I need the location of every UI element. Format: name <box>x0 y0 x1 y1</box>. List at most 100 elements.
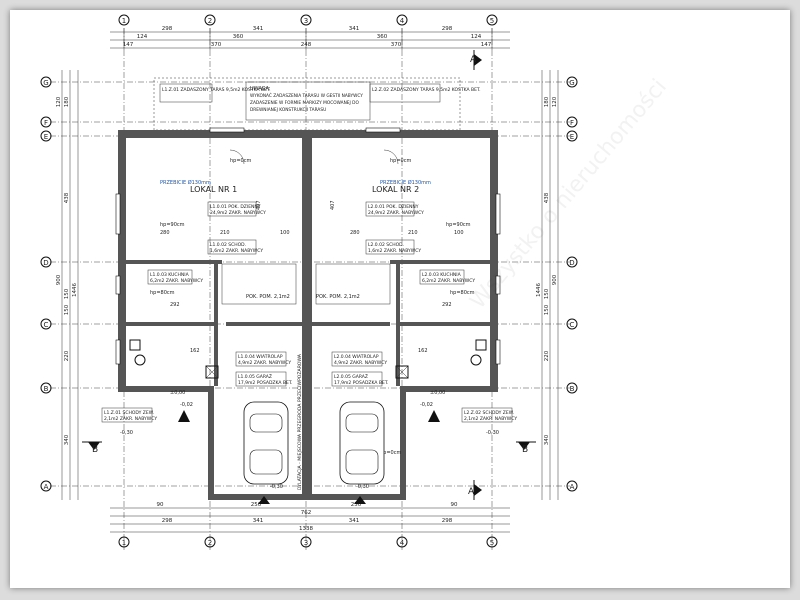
axis-label: 1 <box>122 17 126 25</box>
svg-text:hp=0cm: hp=0cm <box>230 158 251 164</box>
svg-text:124: 124 <box>137 34 148 40</box>
building-walls <box>118 130 498 500</box>
axis-label: 2 <box>208 539 212 547</box>
room-label: L2.0.04 WIATROLAP <box>334 354 379 360</box>
svg-text:120: 120 <box>56 96 62 107</box>
axis-bubbles-bottom: 1 2 3 4 5 <box>118 536 498 548</box>
svg-text:407: 407 <box>256 200 262 210</box>
svg-text:E: E <box>570 133 574 141</box>
svg-text:438: 438 <box>64 192 70 203</box>
svg-text:210: 210 <box>220 230 230 236</box>
svg-text:-0,30: -0,30 <box>270 484 283 490</box>
room-label: L2.0.05 GARAŻ <box>334 373 368 380</box>
room-label: L1.Z.01 SCHODY ZEW. <box>104 410 154 416</box>
room-label: L2.Z.02 SCHODY ZEW. <box>464 410 514 416</box>
svg-text:±0,00: ±0,00 <box>170 390 185 396</box>
axis-label: 5 <box>490 539 494 547</box>
svg-text:147: 147 <box>481 42 492 48</box>
svg-text:370: 370 <box>391 42 402 48</box>
svg-text:±0,00: ±0,00 <box>430 390 445 396</box>
room-area: 24,9m2 ZAKR. NABYWCY <box>368 210 424 216</box>
svg-text:1446: 1446 <box>536 283 542 297</box>
svg-text:407: 407 <box>330 200 336 210</box>
svg-text:F: F <box>44 119 48 127</box>
entrance-marker <box>428 410 440 422</box>
room-area: 4,9m2 ZAKR. NABYWCY <box>334 360 387 366</box>
fixtures <box>129 149 487 379</box>
svg-text:D: D <box>569 259 574 267</box>
svg-text:210: 210 <box>408 230 418 236</box>
svg-text:292: 292 <box>170 302 180 308</box>
svg-text:100: 100 <box>454 230 464 236</box>
windows <box>115 127 501 365</box>
terrace-note-line: WYKONAĆ ZADASZENIA TARASU W GESTII NABYW… <box>250 92 363 99</box>
section-marker-b-left: B <box>82 441 102 455</box>
svg-text:762: 762 <box>301 510 312 516</box>
room-label: L2.0.03 KUCHNIA <box>422 272 462 278</box>
svg-text:B: B <box>44 385 49 393</box>
svg-text:E: E <box>44 133 48 141</box>
svg-text:hp=90cm: hp=90cm <box>446 222 471 228</box>
axis-label: 5 <box>490 17 494 25</box>
axis-label: 4 <box>400 17 405 25</box>
unit-2-labels: LOKAL NR 2 L2.0.01 POK. DZIENNY 24,9m2 Z… <box>316 179 517 423</box>
svg-text:150: 150 <box>544 288 550 299</box>
svg-text:-0,02: -0,02 <box>180 402 193 408</box>
svg-text:147: 147 <box>123 42 134 48</box>
svg-text:C: C <box>44 321 49 329</box>
svg-text:150: 150 <box>64 288 70 299</box>
svg-text:124: 124 <box>471 34 482 40</box>
svg-text:180: 180 <box>544 96 550 107</box>
terrace-note-line: DREWNIANEJ KONSTRUKCJI TARASU <box>250 107 326 113</box>
section-marker-a-top: A <box>470 50 482 70</box>
axis-bubbles-left: G F E D C B A <box>40 76 52 492</box>
svg-text:298: 298 <box>442 26 453 32</box>
svg-text:hp=80cm: hp=80cm <box>150 290 175 296</box>
svg-text:100: 100 <box>280 230 290 236</box>
room-area: 1,6m2 ZAKR. NABYWCY <box>368 248 421 254</box>
svg-text:G: G <box>569 79 574 87</box>
entrance-marker <box>258 496 270 504</box>
room-label: L1.0.05 GARAŻ <box>238 373 272 380</box>
pipe-note: PRZEBICIE Ø130mm <box>380 179 431 186</box>
svg-text:A: A <box>468 487 475 497</box>
svg-text:292: 292 <box>442 302 452 308</box>
svg-text:-0,30: -0,30 <box>486 430 499 436</box>
room-area: 17,9m2 POSADZKA BET. <box>238 380 292 386</box>
axis-bubbles-top: 1 2 3 4 5 <box>118 14 498 26</box>
entrance-marker <box>178 410 190 422</box>
svg-text:D: D <box>43 259 48 267</box>
room-area: 6,2m2 ZAKR. NABYWCY <box>422 278 475 284</box>
room-area: 4,9m2 ZAKR. NABYWCY <box>238 360 291 366</box>
svg-text:90: 90 <box>157 502 164 508</box>
svg-text:298: 298 <box>162 518 173 524</box>
axis-label: 4 <box>400 539 405 547</box>
svg-text:1446: 1446 <box>72 283 78 297</box>
axis-label: 3 <box>304 17 308 25</box>
room-label: L1.0.03 KUCHNIA <box>150 272 190 278</box>
room-label: POK. POM. 2,1m2 <box>316 294 360 300</box>
room-area: 2,1m2 ZAKR. NABYWCY <box>104 416 157 422</box>
image-frame: 1 2 3 4 5 1 2 3 4 5 G F E D C B A G F E … <box>10 10 790 588</box>
svg-text:-0,30: -0,30 <box>120 430 133 436</box>
elevation-marks: ±0,00 ±0,00 -0,02 -0,02 -0,30 -0,30 -0,3… <box>120 390 499 490</box>
svg-text:-0,30: -0,30 <box>356 484 369 490</box>
terrace-note-line: ZADASZENIE W FORMIE MARKIZY MOCOWANEJ DO <box>250 100 359 106</box>
svg-text:341: 341 <box>349 26 360 32</box>
svg-text:150: 150 <box>64 304 70 315</box>
dimensions-right: 120 180 438 900 1446 150 150 220 340 <box>536 70 559 500</box>
internal-dimensions: 280 210 100 280 210 100 407 407 292 292 … <box>150 158 475 456</box>
dimensions-left: 120 180 438 900 1446 150 150 220 340 <box>56 70 79 500</box>
svg-text:438: 438 <box>544 192 550 203</box>
party-wall-note: DYLATACJA - MIEJSCOWA PRZEGRODA PRZECIWP… <box>296 353 303 490</box>
svg-text:250: 250 <box>251 502 262 508</box>
axis-label: 1 <box>122 539 126 547</box>
terrace-1-label: L1.Z.01 ZADASZONY TARAS 9,5m2 KOSTKA BET… <box>162 87 271 93</box>
room-label: POK. POM. 2,1m2 <box>246 294 290 300</box>
axis-bubbles-right: G F E D C B A <box>566 76 578 492</box>
svg-text:120: 120 <box>552 96 558 107</box>
svg-text:360: 360 <box>377 34 388 40</box>
unit-title: LOKAL NR 2 <box>372 185 419 194</box>
unit-title: LOKAL NR 1 <box>190 185 237 194</box>
svg-text:B: B <box>92 445 98 455</box>
